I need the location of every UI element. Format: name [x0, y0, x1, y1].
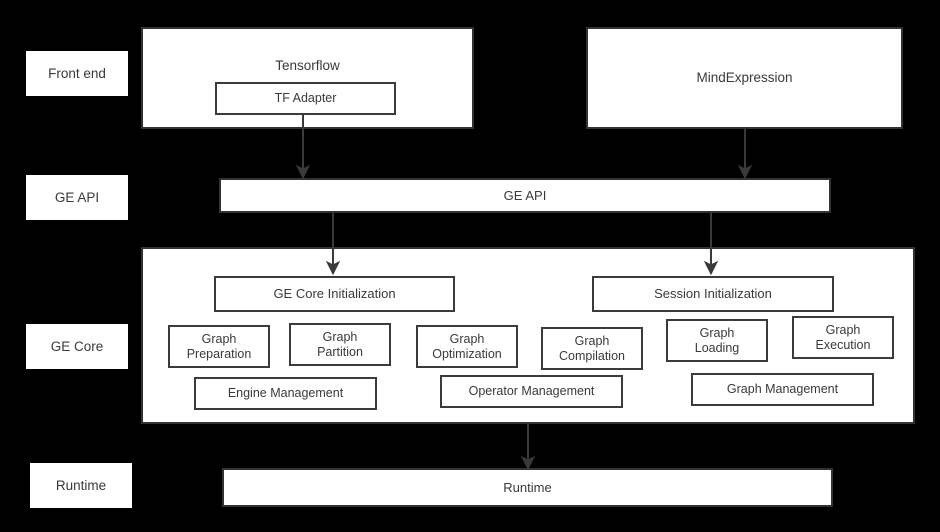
- session-initialization-label: Session Initialization: [654, 286, 772, 302]
- tf-adapter-label: TF Adapter: [274, 91, 337, 106]
- graph-loading-box[interactable]: Graph Loading: [666, 319, 768, 362]
- ge-api-bar-label: GE API: [503, 187, 547, 203]
- graph-preparation-box[interactable]: Graph Preparation: [168, 325, 270, 368]
- tier-label-ge-core: GE Core: [26, 324, 128, 369]
- graph-execution-label: Graph Execution: [815, 322, 871, 352]
- engine-management-box[interactable]: Engine Management: [194, 377, 377, 410]
- tier-label-runtime-text: Runtime: [55, 477, 107, 493]
- tier-label-ge-core-text: GE Core: [50, 338, 104, 354]
- graph-compilation-box[interactable]: Graph Compilation: [541, 327, 643, 370]
- graph-partition-label: Graph Partition: [317, 329, 363, 359]
- tier-label-ge-api: GE API: [26, 175, 128, 220]
- tensorflow-container: Tensorflow TF Adapter: [141, 27, 474, 129]
- graph-partition-box[interactable]: Graph Partition: [289, 323, 391, 366]
- runtime-bar-label: Runtime: [503, 479, 552, 495]
- tier-label-front-end-text: Front end: [48, 65, 106, 81]
- mindexpression-label: MindExpression: [696, 70, 793, 86]
- tensorflow-label: Tensorflow: [275, 58, 340, 73]
- graph-execution-box[interactable]: Graph Execution: [792, 316, 894, 359]
- mindexpression-container: MindExpression: [586, 27, 903, 129]
- graph-compilation-label: Graph Compilation: [558, 333, 625, 363]
- tier-label-ge-api-text: GE API: [54, 189, 100, 205]
- graph-preparation-label: Graph Preparation: [186, 331, 252, 361]
- graph-optimization-label: Graph Optimization: [432, 331, 502, 361]
- operator-management-box[interactable]: Operator Management: [440, 375, 623, 408]
- tf-adapter-box[interactable]: TF Adapter: [215, 82, 396, 115]
- graph-loading-label: Graph Loading: [694, 325, 740, 355]
- session-initialization-box[interactable]: Session Initialization: [592, 276, 834, 312]
- graph-optimization-box[interactable]: Graph Optimization: [416, 325, 518, 368]
- runtime-bar[interactable]: Runtime: [222, 468, 833, 507]
- ge-core-initialization-label: GE Core Initialization: [273, 286, 396, 302]
- ge-api-bar[interactable]: GE API: [219, 178, 831, 213]
- tier-label-front-end: Front end: [26, 51, 128, 96]
- engine-management-label: Engine Management: [227, 386, 344, 401]
- operator-management-label: Operator Management: [468, 384, 595, 399]
- ge-core-initialization-box[interactable]: GE Core Initialization: [214, 276, 455, 312]
- graph-management-label: Graph Management: [726, 382, 839, 397]
- tier-label-runtime: Runtime: [30, 463, 132, 508]
- graph-management-box[interactable]: Graph Management: [691, 373, 874, 406]
- ge-core-container: GE Core Initialization Session Initializ…: [141, 247, 915, 424]
